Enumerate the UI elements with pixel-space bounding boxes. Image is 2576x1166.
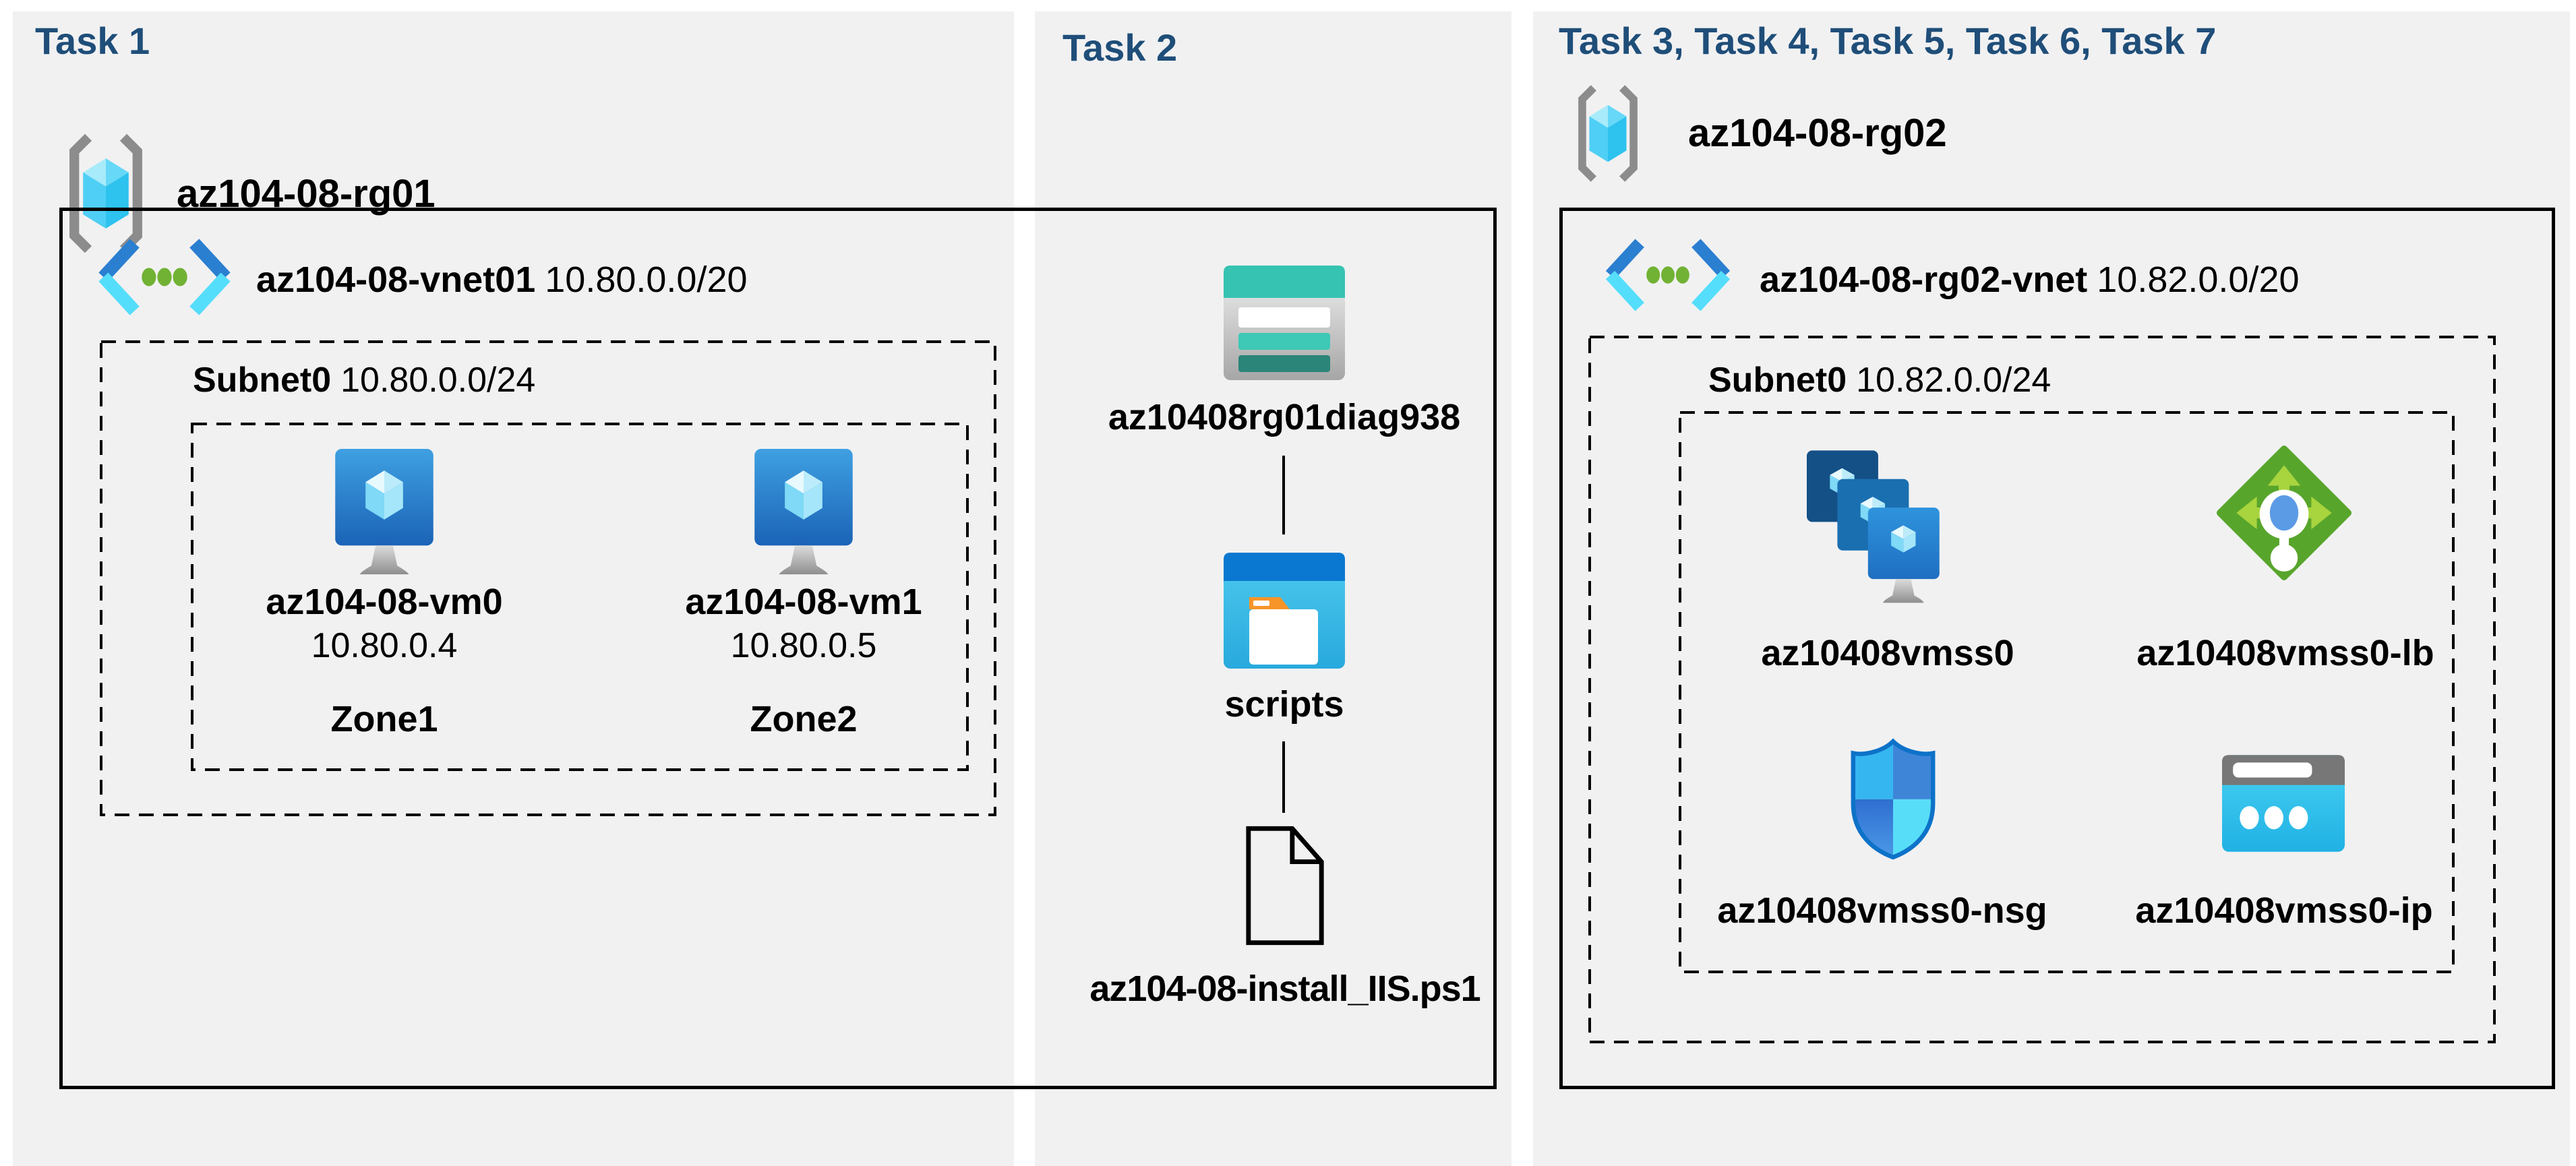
subnet0-dashed-box bbox=[100, 340, 996, 816]
vm0-zone: Zone1 bbox=[330, 699, 438, 739]
virtual-network-icon bbox=[1605, 239, 1731, 311]
network-security-group-icon bbox=[1851, 738, 1936, 860]
storage-account-icon bbox=[1224, 266, 1345, 380]
vnet-name: az104-08-rg02-vnet bbox=[1760, 259, 2088, 300]
resource-group-name: az104-08-rg02 bbox=[1688, 111, 1947, 155]
public-ip-icon bbox=[2222, 755, 2345, 852]
virtual-machine-icon bbox=[335, 449, 433, 575]
connector-storage-to-container bbox=[1282, 456, 1285, 534]
script-file-icon bbox=[1246, 826, 1324, 946]
subnet-name: Subnet0 bbox=[1708, 361, 1847, 400]
vmss-name: az10408vmss0 bbox=[1761, 633, 2014, 673]
public-ip-name: az10408vmss0-ip bbox=[2135, 890, 2433, 931]
load-balancer-icon bbox=[2217, 446, 2352, 580]
vm1-name: az104-08-vm1 bbox=[685, 582, 922, 622]
vm0-ip: 10.80.0.4 bbox=[311, 626, 458, 665]
vm1-ip: 10.80.0.5 bbox=[730, 626, 877, 665]
blob-container-icon bbox=[1224, 553, 1345, 669]
rg02-vnet-boundary-box bbox=[1559, 208, 2555, 1089]
storage-account-name: az10408rg01diag938 bbox=[1108, 397, 1461, 437]
vnet-cidr: 10.82.0.0/20 bbox=[2097, 259, 2300, 300]
inner-dashed-box bbox=[1679, 411, 2455, 973]
vnet-cidr: 10.80.0.0/20 bbox=[545, 259, 748, 300]
task1-panel bbox=[13, 11, 1014, 1166]
task2-title: Task 2 bbox=[1062, 26, 1178, 69]
subnet-cidr: 10.80.0.0/24 bbox=[340, 361, 536, 400]
task3-7-panel bbox=[1533, 11, 2570, 1166]
script-file-name: az104-08-install_IIS.ps1 bbox=[1089, 969, 1480, 1009]
virtual-network-icon bbox=[98, 239, 231, 315]
vm0-name: az104-08-vm0 bbox=[266, 582, 503, 622]
nsg-name: az10408vmss0-nsg bbox=[1717, 890, 2047, 931]
task3-7-title: Task 3, Task 4, Task 5, Task 6, Task 7 bbox=[1559, 20, 2217, 62]
container-name: scripts bbox=[1224, 684, 1344, 725]
subnet-cidr: 10.82.0.0/24 bbox=[1856, 361, 2051, 400]
connector-container-to-file bbox=[1282, 741, 1285, 813]
resource-group-icon bbox=[69, 133, 142, 253]
vm-scale-set-icon bbox=[1807, 450, 1940, 603]
task1-title: Task 1 bbox=[35, 20, 150, 62]
subnet-name: Subnet0 bbox=[193, 361, 332, 400]
vnet01-boundary-box bbox=[59, 208, 1497, 1089]
zones-dashed-box bbox=[191, 423, 969, 771]
resource-group-icon bbox=[1578, 85, 1638, 182]
virtual-machine-icon bbox=[754, 449, 853, 575]
vm1-zone: Zone2 bbox=[750, 699, 858, 739]
subnet0-dashed-box bbox=[1588, 336, 2496, 1043]
vnet-name: az104-08-vnet01 bbox=[256, 259, 536, 300]
load-balancer-name: az10408vmss0-lb bbox=[2136, 633, 2434, 673]
